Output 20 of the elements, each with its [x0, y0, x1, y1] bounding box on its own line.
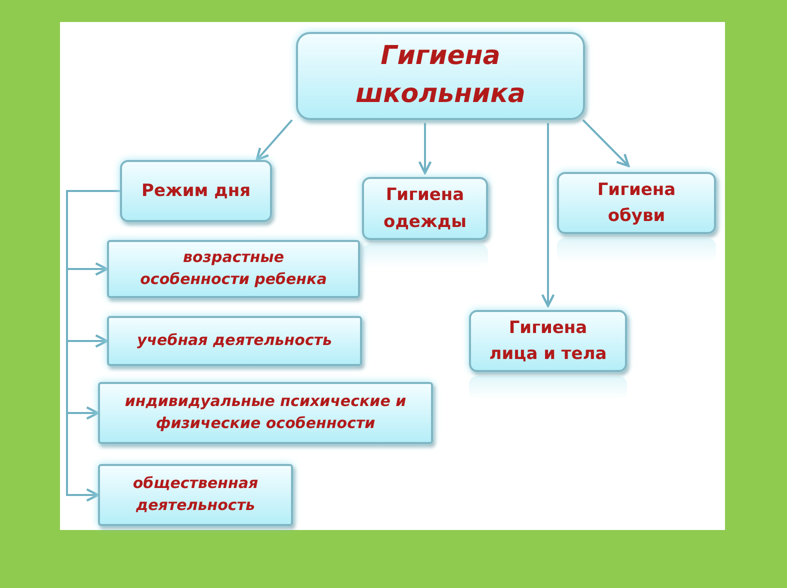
box-text: Гигиена одежды: [382, 184, 468, 234]
topic-box: [120, 160, 272, 222]
title-box: [296, 32, 585, 120]
box-text: общественная деятельность: [132, 473, 260, 516]
sub-topic-box: [98, 382, 433, 444]
arrow: [66, 190, 120, 502]
arrow: [541, 123, 555, 308]
box-text: учебная деятельность: [136, 330, 332, 352]
box-text: Режим дня: [141, 180, 251, 203]
box-text: Гигиена обуви: [596, 178, 677, 228]
box-text: возрастные особенности ребенка: [139, 247, 328, 290]
arrow: [418, 123, 432, 174]
sub-topic-box: [107, 316, 362, 366]
sub-topic-box: [98, 464, 293, 526]
arrow: [256, 119, 293, 162]
box-text: Гигиена школьника: [354, 40, 526, 111]
box-text: Гигиена лица и тела: [488, 316, 608, 366]
arrow: [582, 119, 630, 168]
box-text: индивидуальные психические и физические особенности: [124, 391, 408, 434]
sub-topic-box: [107, 240, 360, 298]
